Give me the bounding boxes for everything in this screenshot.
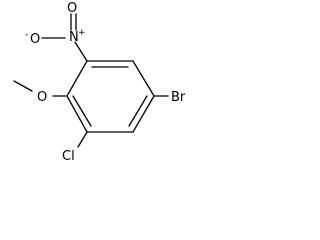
chemical-structure-diagram: N + O - O O Br Cl xyxy=(13,1,186,164)
chlorine-substituent: Cl xyxy=(62,131,88,164)
ring-bond-c3-c4 xyxy=(132,60,155,97)
nitro-oxygen-left-label: O xyxy=(30,32,40,47)
ring-bond-c6-c1 xyxy=(66,95,88,133)
methoxy-group: O xyxy=(13,80,68,105)
ring-bond-c4-c5 xyxy=(132,95,155,133)
benzene-ring xyxy=(66,60,155,133)
bond-ring-to-nitro-n xyxy=(74,41,88,62)
nitro-group: N + O - O xyxy=(25,1,88,62)
bond-methoxy-o-to-methyl xyxy=(13,80,33,92)
nitro-oxygen-left-charge: - xyxy=(25,30,28,40)
methoxy-oxygen-label: O xyxy=(37,90,47,105)
ring-bond-c1-c2 xyxy=(66,60,88,97)
ring-double-bond-c4-c5 xyxy=(128,95,148,127)
chlorine-label: Cl xyxy=(62,149,75,164)
ring-double-bond-c6-c1 xyxy=(72,95,92,127)
bond-ring-to-cl xyxy=(77,131,88,148)
nitro-nitrogen-charge: + xyxy=(78,28,86,38)
nitro-nitrogen-label: N xyxy=(69,30,79,45)
bromine-substituent: Br xyxy=(153,90,186,105)
bromine-label: Br xyxy=(171,90,186,105)
nitro-oxygen-top-label: O xyxy=(67,1,77,16)
